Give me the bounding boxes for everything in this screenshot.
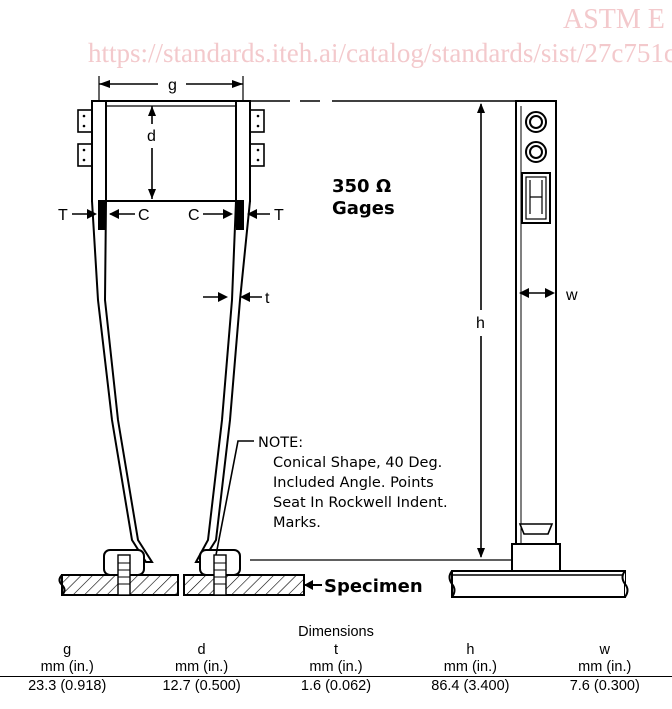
value-h: 86.4 (3.400) (431, 678, 510, 694)
watermark-title: ASTM E (563, 4, 665, 35)
note-line-5: Marks. (273, 515, 321, 531)
side-view-arm (511, 100, 561, 572)
w-label: w (565, 287, 578, 304)
header-g: g (63, 642, 72, 658)
g-dimension (98, 76, 244, 101)
table-units-row: mm (in.) mm (in.) mm (in.) mm (in.) mm (… (0, 659, 672, 676)
C-label-left: C (138, 207, 150, 224)
value-g: 23.3 (0.918) (28, 678, 107, 694)
specimen-block-side (448, 570, 629, 598)
header-h: h (466, 642, 475, 658)
watermark-url: https://standards.iteh.ai/catalog/standa… (88, 38, 672, 68)
d-label: d (147, 128, 156, 145)
note-leader (215, 440, 254, 556)
C-label-right: C (188, 207, 200, 224)
extensometer-diagram: Specimen (58, 76, 629, 598)
table-header-row: g d t h w (0, 642, 672, 659)
note-line-4: Seat In Rockwell Indent. (273, 495, 448, 511)
unit-t: mm (in.) (309, 659, 363, 675)
value-d: 12.7 (0.500) (162, 678, 241, 694)
T-label-left: T (58, 207, 68, 224)
note-line-1: NOTE: (258, 435, 303, 451)
gage-title-line2: Gages (332, 198, 395, 219)
t-label: t (265, 290, 270, 307)
left-arm (91, 100, 154, 596)
table-values-row: 23.3 (0.918) 12.7 (0.500) 1.6 (0.062) 86… (0, 676, 672, 695)
value-w: 7.6 (0.300) (569, 678, 640, 694)
T-label-right: T (274, 207, 284, 224)
unit-w: mm (in.) (578, 659, 632, 675)
unit-d: mm (in.) (175, 659, 229, 675)
header-t: t (333, 642, 338, 658)
g-label: g (168, 77, 177, 94)
h-label: h (476, 315, 485, 332)
unit-h: mm (in.) (443, 659, 497, 675)
specimen-label: Specimen (324, 576, 423, 597)
specimen-block-middle (183, 574, 305, 596)
d-dimension (148, 106, 156, 199)
header-d: d (197, 642, 206, 658)
unit-g: mm (in.) (40, 659, 94, 675)
table-caption: Dimensions (298, 624, 374, 640)
header-w: w (599, 642, 610, 658)
note-line-2: Conical Shape, 40 Deg. (273, 455, 442, 471)
gage-frame-top (77, 100, 265, 202)
h-dimension (250, 100, 516, 561)
value-t: 1.6 (0.062) (300, 678, 372, 694)
gage-title-line1: 350 Ω (332, 176, 391, 197)
right-arm (194, 100, 251, 596)
dimensions-table: Dimensions g d t h w mm (in.) mm (in.) m… (0, 622, 672, 695)
note-line-3: Included Angle. Points (273, 475, 434, 491)
